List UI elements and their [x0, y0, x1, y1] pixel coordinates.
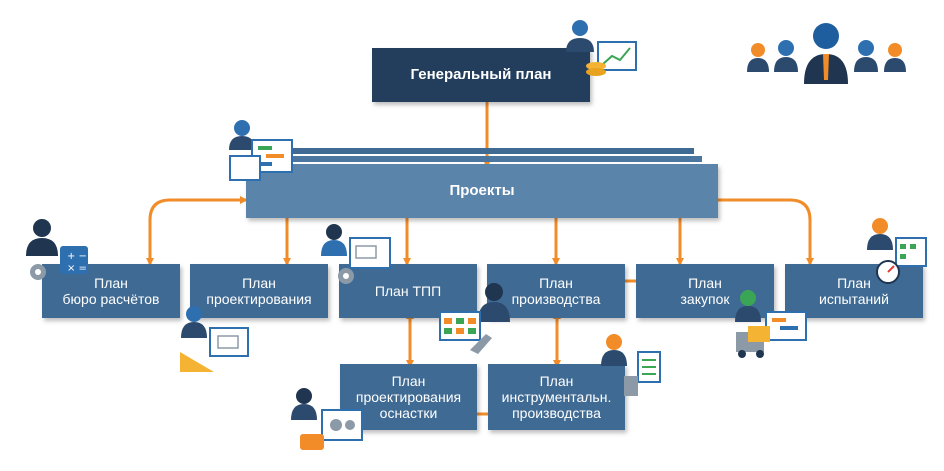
arrow-projects-bureau [146, 196, 248, 266]
projects-box: Проекты [246, 164, 718, 218]
plan-design-label: План проектирования [206, 275, 312, 307]
arrow-projects-tests [708, 196, 814, 266]
calculator-engineer-icon: + − × = [26, 219, 88, 280]
plan-instrument-box: План инструментальн. производства [488, 364, 625, 430]
plan-purchases-label: План закупок [680, 275, 730, 307]
svg-text:+ −: + − [67, 251, 87, 262]
management-team-icon [747, 23, 906, 84]
executive-chart-icon [566, 20, 637, 76]
projects-stack-layer [260, 156, 702, 162]
plan-tests-label: План испытаний [819, 275, 889, 307]
purchases-delivery-icon [735, 290, 807, 358]
tests-gauge-icon [867, 218, 927, 284]
production-planner-icon [439, 283, 510, 354]
plan-tpp-box: План ТПП [339, 264, 477, 318]
tooling-designer-icon [291, 388, 363, 450]
tpp-engineer-icon [321, 224, 391, 284]
project-manager-icon [229, 120, 293, 181]
plan-tooling-label: План проектирования оснастки [355, 373, 462, 421]
designer-drawing-icon [180, 306, 249, 372]
general-plan-label: Генеральный план [410, 66, 552, 83]
plan-design-box: План проектирования [190, 264, 328, 318]
toolmaker-checklist-icon [601, 334, 661, 396]
general-plan-box: Генеральный план [372, 48, 590, 102]
plan-bureau-label: План бюро расчётов [62, 275, 160, 307]
svg-text:× =: × = [67, 263, 87, 274]
plan-tests-box: План испытаний [785, 264, 923, 318]
projects-stack-layer [272, 148, 694, 154]
projects-label: Проекты [449, 182, 515, 199]
plan-tpp-label: План ТПП [374, 283, 442, 299]
plan-instrument-label: План инструментальн. производства [501, 373, 612, 421]
plan-production-label: План производства [511, 275, 601, 307]
plan-production-box: План производства [487, 264, 625, 318]
